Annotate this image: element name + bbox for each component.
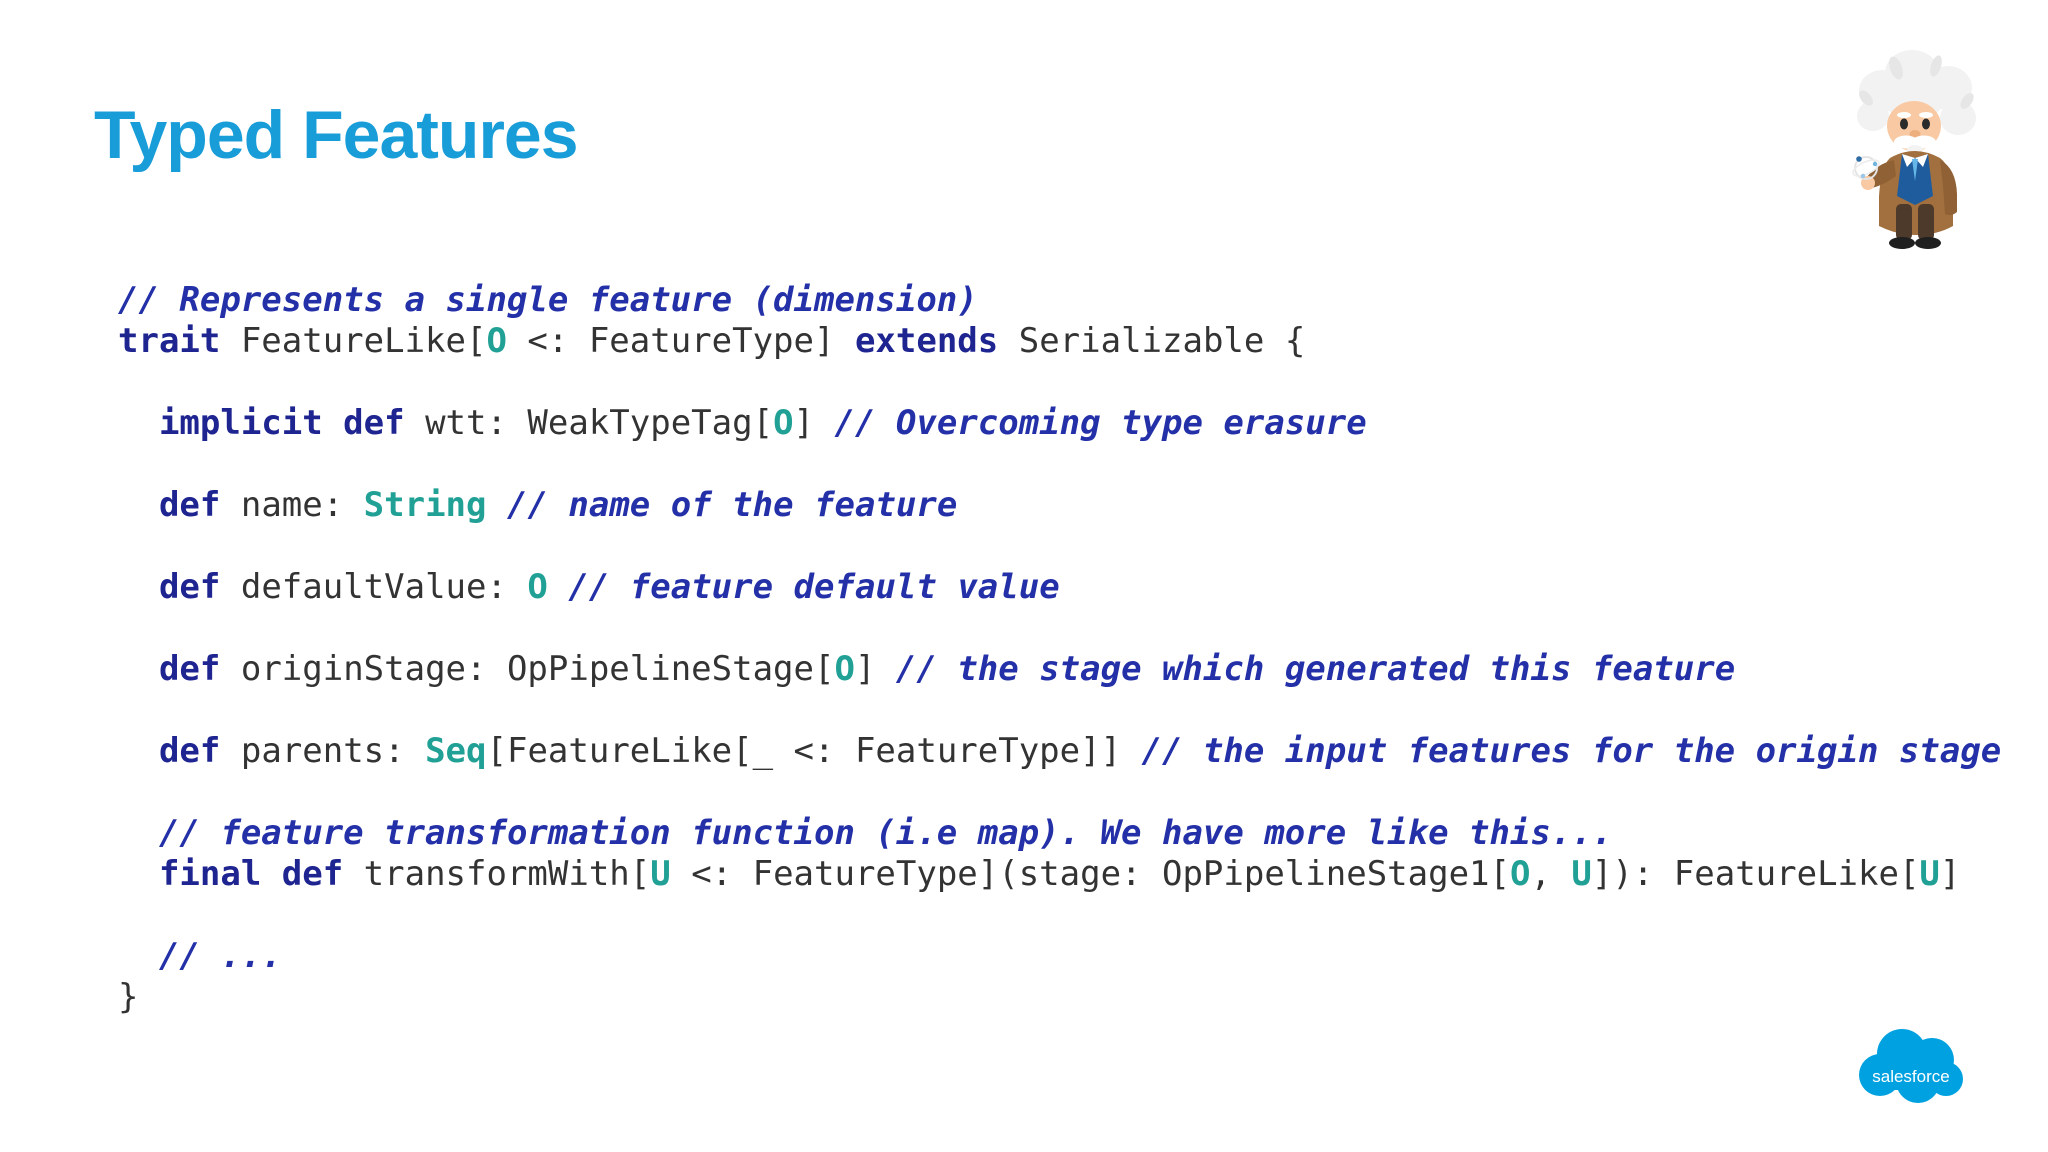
code-line <box>118 362 2001 403</box>
salesforce-cloud-svg: salesforce <box>1859 1029 1963 1103</box>
code-line: def parents: Seq[FeatureLike[_ <: Featur… <box>158 731 2002 771</box>
code-line: trait FeatureLike[O <: FeatureType] exte… <box>118 321 1306 361</box>
code-line: def originStage: OpPipelineStage[O] // t… <box>158 649 1736 689</box>
code-line <box>118 772 2001 813</box>
code-line <box>118 526 2001 567</box>
code-line: // ... <box>158 936 282 976</box>
code-block: // Represents a single feature (dimensio… <box>118 280 2001 1018</box>
code-line <box>118 608 2001 649</box>
code-line: final def transformWith[U <: FeatureType… <box>158 854 1961 894</box>
code-line: def name: String // name of the feature <box>158 485 958 525</box>
code-line: // feature transformation function (i.e … <box>158 813 1613 853</box>
salesforce-logo-icon: salesforce <box>1856 1022 1966 1108</box>
code-line: def defaultValue: O // feature default v… <box>158 567 1060 607</box>
einstein-mascot-svg <box>1852 50 1976 249</box>
salesforce-logo-text: salesforce <box>1872 1067 1949 1086</box>
code-line: // Represents a single feature (dimensio… <box>118 280 978 320</box>
code-line <box>118 444 2001 485</box>
code-line: } <box>118 977 139 1017</box>
einstein-mascot-icon <box>1852 46 1982 256</box>
code-line <box>118 895 2001 936</box>
page-title: Typed Features <box>94 97 579 173</box>
code-line <box>118 690 2001 731</box>
code-line: implicit def wtt: WeakTypeTag[O] // Over… <box>158 403 1367 443</box>
